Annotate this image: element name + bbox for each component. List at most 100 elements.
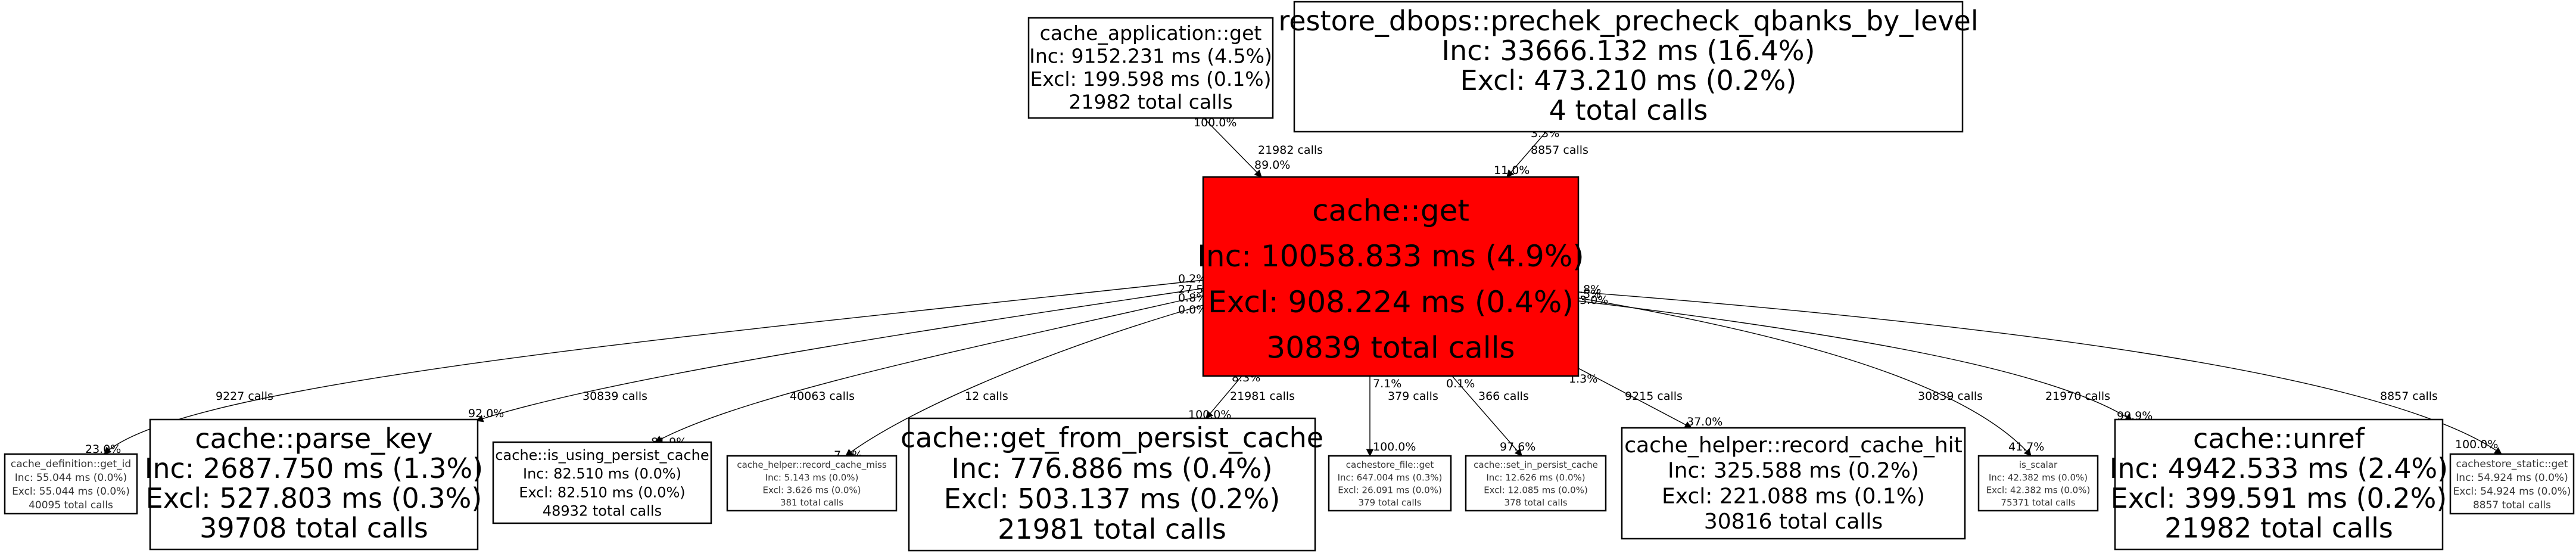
edge-calls-label: 21982 calls <box>1258 144 1323 157</box>
node-inclusive-time: Inc: 33666.132 ms (16.4%) <box>1442 35 1815 67</box>
node-total-calls: 30816 total calls <box>1704 509 1883 534</box>
edge-arrow <box>1578 297 2032 456</box>
node-function-name: is_scalar <box>2019 459 2058 471</box>
edge-calls-label: 9227 calls <box>216 390 273 403</box>
node-total-calls: 39708 total calls <box>200 512 428 544</box>
node-inclusive-time: Inc: 4942.533 ms (2.4%) <box>2110 452 2448 484</box>
node-function-name: cache::get_from_persist_cache <box>901 422 1323 454</box>
node-exclusive-time: Excl: 221.088 ms (0.1%) <box>1662 484 1925 508</box>
edge-source-percent: 0.0% <box>1178 303 1207 316</box>
node-box <box>2114 418 2444 551</box>
node-function-name: cachestore_file::get <box>1346 459 1434 471</box>
edge-source-percent: 43.0% <box>1572 294 1608 307</box>
edge-arrow <box>1578 368 1693 428</box>
node-box <box>1202 176 1580 377</box>
node-inclusive-time: Inc: 82.510 ms (0.0%) <box>523 465 681 482</box>
node-inclusive-time: Inc: 10058.833 ms (4.9%) <box>1197 239 1584 274</box>
node-total-calls: 21981 total calls <box>998 513 1226 545</box>
node-exclusive-time: Excl: 55.044 ms (0.0%) <box>12 486 130 498</box>
edge-calls-label: 30839 calls <box>583 390 647 403</box>
node-function-name: cachestore_static::get <box>2456 458 2568 470</box>
edge-source-percent: 0.2% <box>1178 272 1207 285</box>
edge-calls-label: 366 calls <box>1478 390 1529 403</box>
node-function-name: cache_definition::get_id <box>11 458 131 470</box>
edge-source-percent: 0.1% <box>1446 377 1475 390</box>
edge-arrow <box>1451 375 1522 456</box>
node-box <box>1328 455 1452 512</box>
node-function-name: cache_helper::record_cache_miss <box>737 459 887 471</box>
edge-target-percent: 23.0% <box>85 443 121 456</box>
node-box <box>1621 427 1966 540</box>
node-box <box>149 418 479 551</box>
edge-cache-application-get-to-cache-get: 21982 calls 100.0% 89.0% <box>1194 116 1323 178</box>
edge-target-percent: 11.0% <box>1494 164 1530 177</box>
edge-arrow <box>1206 375 1242 419</box>
node-exclusive-time: Excl: 199.598 ms (0.1%) <box>1030 67 1271 91</box>
node-total-calls: 30839 total calls <box>1266 331 1515 365</box>
edge-source-percent: 0.5% <box>1572 288 1601 301</box>
node-function-name: cache::is_using_persist_cache <box>495 447 709 464</box>
edge-arrow <box>1203 117 1262 178</box>
node-box <box>908 417 1316 552</box>
edge-target-percent: 100.0% <box>2455 438 2498 451</box>
node-box <box>4 453 138 515</box>
edge-target-percent: 89.0% <box>1254 159 1290 172</box>
edge-arrow <box>1578 291 2503 455</box>
node-inclusive-time: Inc: 776.886 ms (0.4%) <box>951 452 1272 484</box>
node-exclusive-time: Excl: 399.591 ms (0.2%) <box>2111 482 2447 514</box>
node-exclusive-time: Excl: 42.382 ms (0.0%) <box>1986 484 2091 495</box>
edge-calls-label: 12 calls <box>965 390 1008 403</box>
node-exclusive-time: Excl: 26.091 ms (0.0%) <box>1338 484 1442 495</box>
node-inclusive-time: Inc: 647.004 ms (0.3%) <box>1338 472 1443 483</box>
node-function-name: cache::unref <box>2193 422 2366 455</box>
edge-target-percent: 92.0% <box>468 407 504 420</box>
edge-calls-label: 379 calls <box>1388 390 1438 403</box>
edge-source-percent: 100.0% <box>1194 116 1236 129</box>
edge-source-percent: 7.1% <box>1373 377 1401 390</box>
node-exclusive-time: Excl: 12.085 ms (0.0%) <box>1484 484 1588 495</box>
node-exclusive-time: Excl: 527.803 ms (0.3%) <box>146 482 482 514</box>
node-function-name: cache_application::get <box>1040 21 1262 45</box>
edge-calls-label: 21970 calls <box>2045 390 2110 403</box>
edge-arrow <box>654 295 1204 443</box>
node-box <box>1465 455 1607 512</box>
node-exclusive-time: Excl: 54.924 ms (0.0%) <box>2453 486 2571 498</box>
node-exclusive-time: Excl: 908.224 ms (0.4%) <box>1208 285 1574 319</box>
node-function-name: cache::get <box>1312 193 1469 228</box>
node-exclusive-time: Excl: 473.210 ms (0.2%) <box>1460 64 1797 97</box>
node-function-name: cache::parse_key <box>195 422 432 455</box>
node-inclusive-time: Inc: 54.924 ms (0.0%) <box>2456 472 2568 484</box>
node-function-name: cache::set_in_persist_cache <box>1474 459 1598 471</box>
node-function-name: cache_helper::record_cache_hit <box>1624 433 1963 458</box>
edge-arrow <box>475 288 1204 422</box>
node-inclusive-time: Inc: 12.626 ms (0.0%) <box>1486 472 1585 483</box>
node-total-calls: 8857 total calls <box>2473 499 2551 511</box>
edge-target-percent: 41.7% <box>2008 440 2044 453</box>
node-restore-dbops-prechek[interactable]: restore_dbops::prechek_precheck_qbanks_b… <box>1278 1 1979 133</box>
node-box <box>1977 455 2099 512</box>
node-inclusive-time: Inc: 325.588 ms (0.2%) <box>1668 459 1919 483</box>
edge-arrow <box>1578 300 2133 421</box>
node-inclusive-time: Inc: 5.143 ms (0.0%) <box>765 472 859 483</box>
edge-calls-label: 30839 calls <box>1918 390 1983 403</box>
